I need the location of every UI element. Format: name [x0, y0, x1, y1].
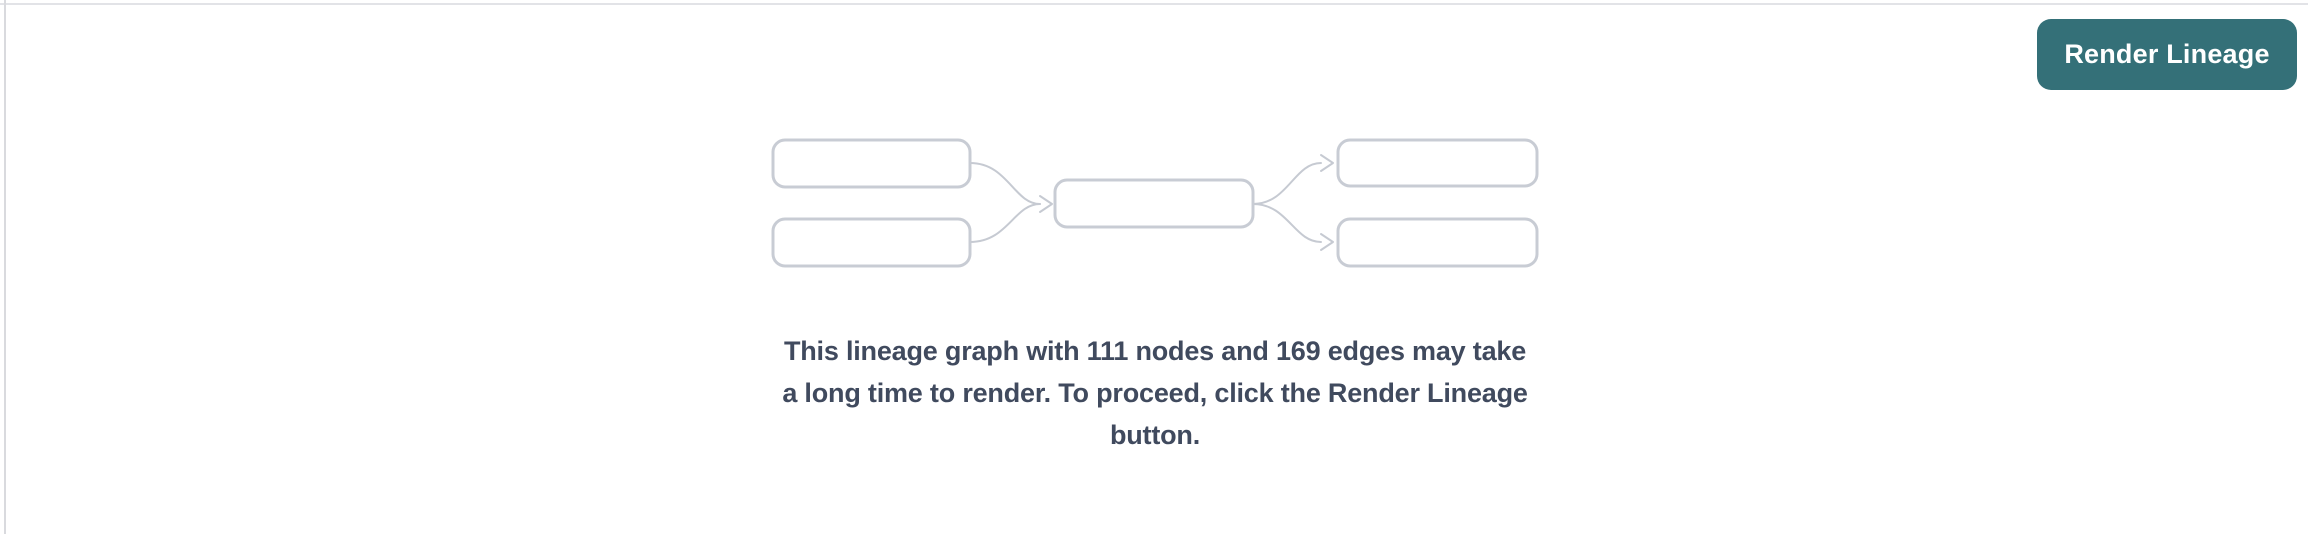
lineage-node-left-bottom — [771, 217, 972, 268]
lineage-node-center — [1053, 178, 1255, 229]
message-line-1: This lineage graph with 111 nodes and 16… — [783, 336, 1527, 366]
lineage-node-right-top — [1336, 138, 1539, 188]
message-line-2: a long time to render. To proceed, click… — [782, 378, 1528, 408]
lineage-node-left-top — [771, 138, 972, 189]
top-divider — [0, 3, 2308, 5]
message-line-3: button. — [1109, 420, 1201, 450]
lineage-node-right-bottom — [1336, 217, 1539, 268]
lineage-warning-message: This lineage graph with 111 nodes and 16… — [715, 330, 1595, 456]
render-lineage-button[interactable]: Render Lineage — [2037, 19, 2297, 90]
lineage-graph-icon — [771, 138, 1539, 268]
left-divider — [4, 0, 6, 534]
